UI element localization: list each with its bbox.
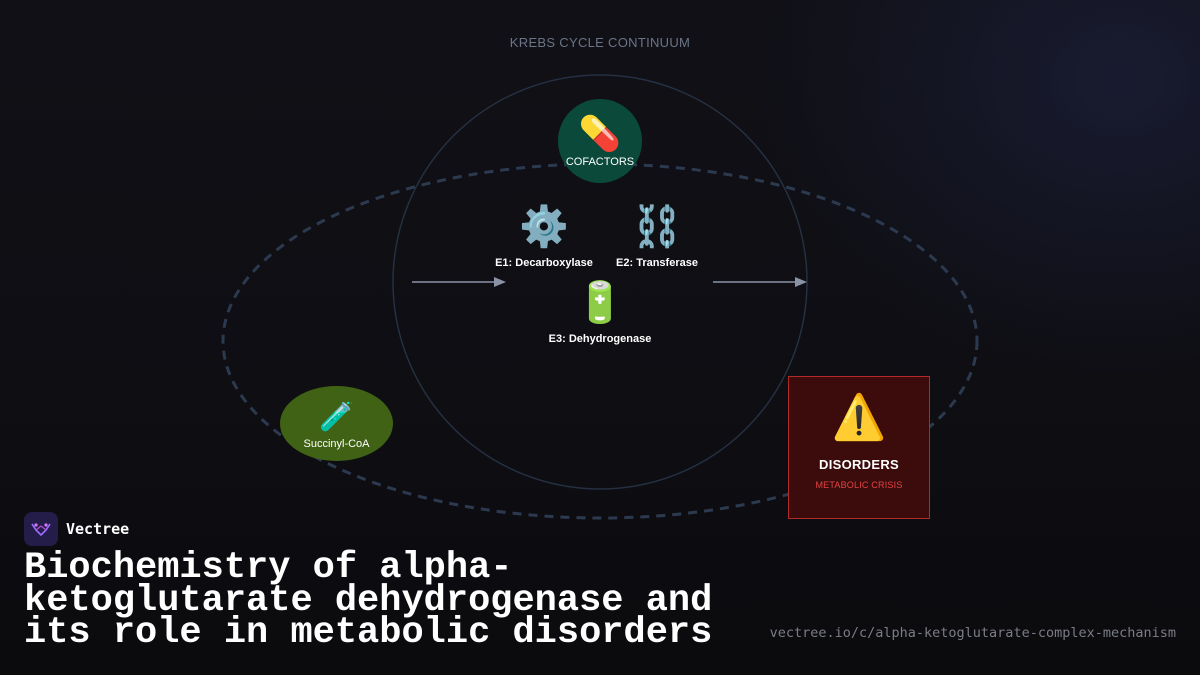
test-tube-icon: 🧪 bbox=[319, 400, 354, 432]
brand-name: Vectree bbox=[66, 520, 130, 538]
enzyme-e1-label: E1: Decarboxylase bbox=[495, 257, 593, 269]
enzyme-e3-node: 🔋 E3: Dehydrogenase bbox=[535, 281, 665, 345]
disorders-box: ⚠️ DISORDERS METABOLIC CRISIS bbox=[788, 376, 930, 519]
enzyme-e1-node: ⚙️ E1: Decarboxylase bbox=[479, 205, 609, 269]
krebs-cycle-label: KREBS CYCLE CONTINUUM bbox=[509, 35, 691, 50]
disorders-title: DISORDERS bbox=[819, 457, 899, 472]
vectree-logo-icon bbox=[24, 512, 58, 546]
pill-icon: 💊 bbox=[578, 115, 622, 153]
cofactors-node: 💊 COFACTORS bbox=[558, 99, 642, 183]
disorders-subtitle: METABOLIC CRISIS bbox=[815, 480, 903, 490]
succinyl-coa-node: 🧪 Succinyl-CoA bbox=[280, 386, 393, 461]
chain-link-icon: ⛓️ bbox=[632, 205, 682, 249]
page-title: Biochemistry of alpha-ketoglutarate dehy… bbox=[24, 547, 713, 654]
warning-icon: ⚠️ bbox=[831, 393, 887, 442]
inner-cycle-ring bbox=[392, 74, 808, 490]
cofactors-label: COFACTORS bbox=[565, 156, 635, 168]
gear-icon: ⚙️ bbox=[519, 205, 569, 249]
battery-icon: 🔋 bbox=[575, 281, 625, 325]
enzyme-e2-node: ⛓️ E2: Transferase bbox=[592, 205, 722, 269]
enzyme-e2-label: E2: Transferase bbox=[616, 257, 698, 269]
source-url: vectree.io/c/alpha-ketoglutarate-complex… bbox=[769, 625, 1176, 641]
brand: Vectree bbox=[24, 512, 129, 546]
enzyme-e3-label: E3: Dehydrogenase bbox=[548, 333, 652, 345]
succinyl-coa-label: Succinyl-CoA bbox=[303, 437, 370, 450]
